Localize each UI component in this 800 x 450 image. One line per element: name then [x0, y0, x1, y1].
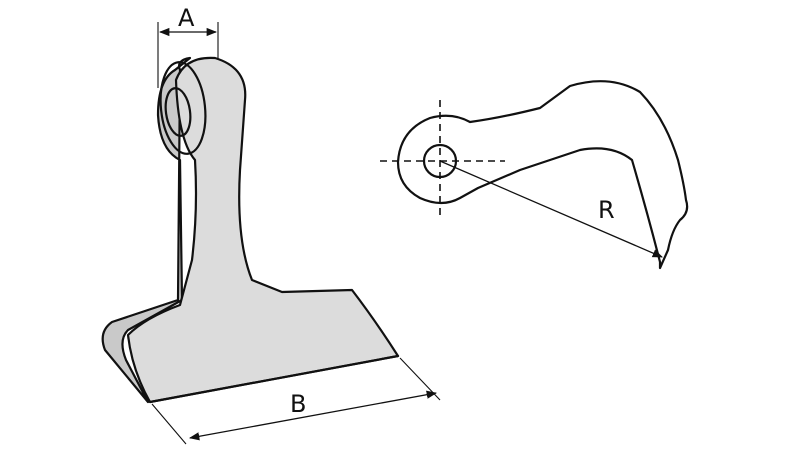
blade-perspective-view: A B [101, 4, 441, 445]
dimension-b-line [188, 390, 438, 441]
radius-line [439, 160, 663, 258]
dimension-b-ext-left [151, 403, 187, 445]
dimension-b-label: B [290, 390, 306, 418]
dimension-a-label: A [178, 4, 195, 32]
profile-outline [396, 80, 689, 270]
radius-label: R [598, 196, 615, 224]
mounting-hole [164, 87, 192, 137]
eye-boss [159, 61, 207, 155]
blade-side-profile: R [380, 80, 689, 270]
blade-side-face [101, 56, 192, 404]
